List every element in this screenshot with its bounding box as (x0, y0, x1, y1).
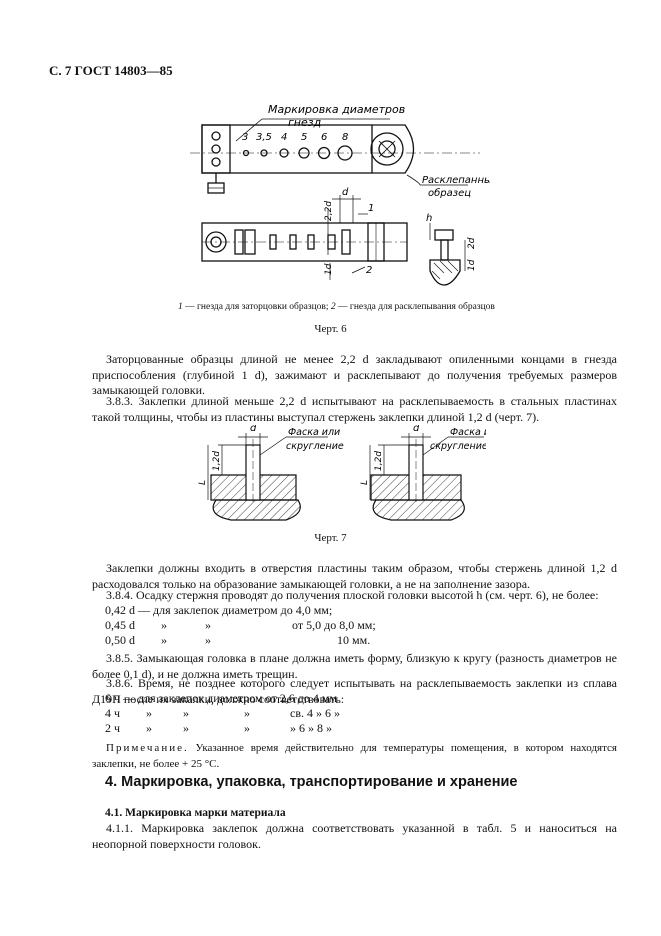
para-7: 4.1.1. Маркировка заклепок должна соотве… (92, 821, 617, 851)
fig6-size-3: 3 (242, 132, 248, 143)
fig6-size-4: 4 (281, 132, 287, 143)
fig7-dim-l-left: L (198, 480, 208, 485)
figure-6-drawing: Маркировка диаметров гнезд 3 3,5 4 5 6 8… (190, 103, 490, 286)
list2-row-2-c: » (183, 706, 189, 720)
fig6-label-right-1: Расклепанный (422, 175, 490, 186)
list1-row-3-b: » (161, 633, 167, 647)
fig7-dim-12d-right: 1,2d (374, 451, 384, 471)
fig6-ref-1: 1 (368, 203, 374, 214)
para-2: 3.8.3. Заклепки длиной меньше 2,2 d испы… (92, 394, 617, 424)
fig6-label-top-1: Маркировка диаметров (268, 103, 405, 116)
subsection-heading: 4.1. Маркировка марки материала (105, 807, 286, 819)
list2-row-3-c: » (183, 721, 189, 735)
list2-row-2-d: » (244, 706, 250, 720)
fig6-size-8: 8 (342, 132, 348, 143)
fig6-size-6: 6 (321, 132, 327, 143)
fig6-ref-2: 2 (366, 265, 372, 276)
figure-7-drawing: d d 1,2d 1,2d L L Фаска или скругление Ф… (198, 425, 486, 521)
list1-row-1: 0,42 d — для заклепок диаметром до 4,0 м… (105, 603, 333, 617)
fig7-dim-d-left: d (250, 425, 257, 434)
fig7-label-2-left: скругление (286, 441, 344, 452)
list1-row-3-c: » (205, 633, 211, 647)
list2-row-1: 6 ч — для заклепок диаметром от 2,6 до 4… (105, 691, 338, 705)
fig6-dim-1d-right: 1d (467, 259, 477, 271)
fig6-label-top-2: гнезд (288, 116, 321, 129)
list2-row-3-e: » 6 » 8 » (290, 721, 332, 735)
para-6: 3.8.6. Время, не позднее которого следуе… (92, 676, 617, 706)
list1-row-3-d: 10 мм. (337, 633, 371, 647)
fig7-dim-d-right: d (413, 425, 420, 434)
fig6-dim-h: h (426, 213, 432, 224)
fig6-dim-2d: 2d (467, 237, 477, 249)
fig6-size-5: 5 (301, 132, 307, 143)
fig7-title: Черт. 7 (314, 532, 347, 544)
fig7-dim-12d-left: 1,2d (212, 451, 222, 471)
fig6-caption: 1 — гнезда для заторцовки образцов; 2 — … (178, 302, 495, 312)
fig6-size-35: 3,5 (256, 132, 272, 143)
list2-row-3-a: 2 ч (105, 721, 121, 735)
list2-row-2-e: св. 4 » 6 » (290, 706, 340, 720)
fig7-label-1-left: Фаска или (288, 427, 340, 438)
fig6-title: Черт. 6 (314, 323, 347, 335)
list2-row-2-a: 4 ч (105, 706, 121, 720)
list2-row-2-b: » (146, 706, 152, 720)
page-header: С. 7 ГОСТ 14803—85 (49, 63, 173, 78)
note-text: Указанное время действительно для темпер… (92, 742, 617, 770)
fig7-label-2-right: скругление (430, 441, 486, 452)
para-1: Заторцованные образцы длиной не менее 2,… (92, 352, 617, 398)
fig7-label-1-right: Фаска или (450, 427, 486, 438)
list1-row-2-c: » (205, 618, 211, 632)
fig6-dim-d: d (342, 187, 349, 198)
note-label: Примечание. (106, 742, 189, 754)
fig6-dim-22d: 2,2d (324, 201, 334, 221)
fig6-label-right-2: образец (428, 187, 471, 199)
list1-row-3-a: 0,50 d (105, 633, 135, 647)
list1-row-2-d: от 5,0 до 8,0 мм; (292, 618, 376, 632)
section-heading: 4. Маркировка, упаковка, транспортирован… (105, 774, 518, 790)
list2-row-3-b: » (146, 721, 152, 735)
list2-row-3-d: » (244, 721, 250, 735)
fig6-dim-1d: 1d (324, 263, 334, 275)
list1-row-2-b: » (161, 618, 167, 632)
para-4: 3.8.4. Осадку стержня проводят до получе… (106, 588, 599, 602)
list1-row-2-a: 0,45 d (105, 618, 135, 632)
note: Примечание. Указанное время действительн… (92, 741, 617, 772)
fig7-dim-l-right: L (360, 480, 370, 485)
para-3: Заклепки должны входить в отверстия плас… (92, 561, 617, 591)
para-5: 3.8.5. Замыкающая головка в плане должна… (92, 651, 617, 681)
